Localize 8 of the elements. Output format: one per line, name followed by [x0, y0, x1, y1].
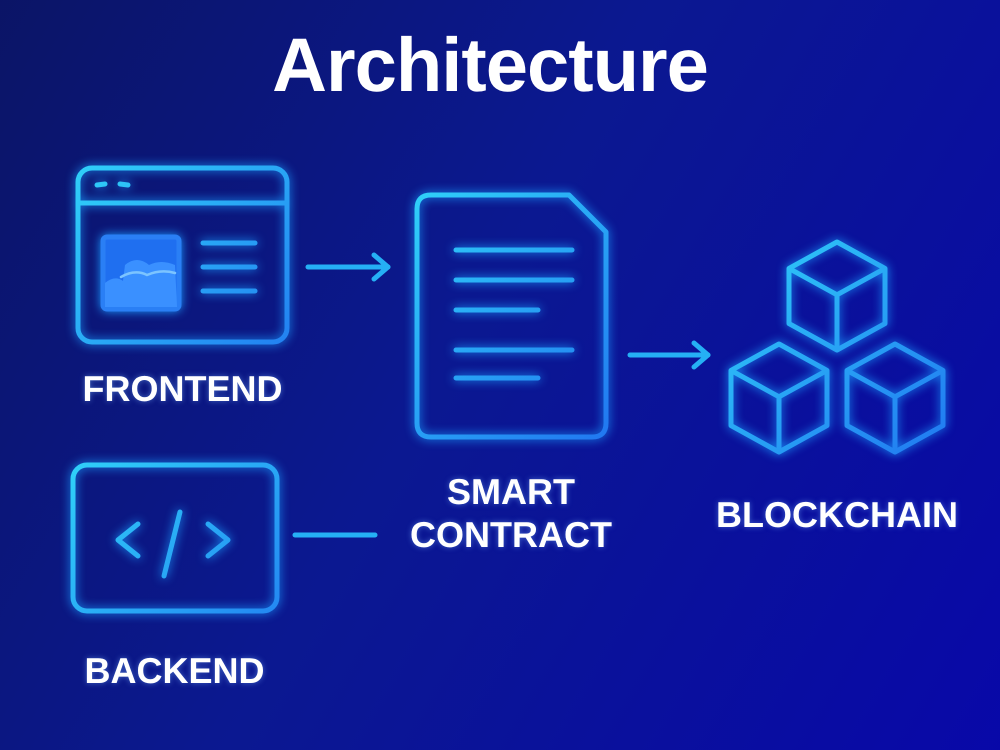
arrow — [628, 340, 710, 370]
arrow — [306, 252, 390, 282]
node-label: BACKEND — [84, 649, 264, 692]
node-label: FRONTEND — [82, 367, 282, 410]
title: Architecture — [271, 22, 709, 109]
connector-line — [292, 532, 378, 538]
node-label: BLOCKCHAIN — [716, 493, 958, 536]
node-label: SMART CONTRACT — [409, 470, 613, 556]
